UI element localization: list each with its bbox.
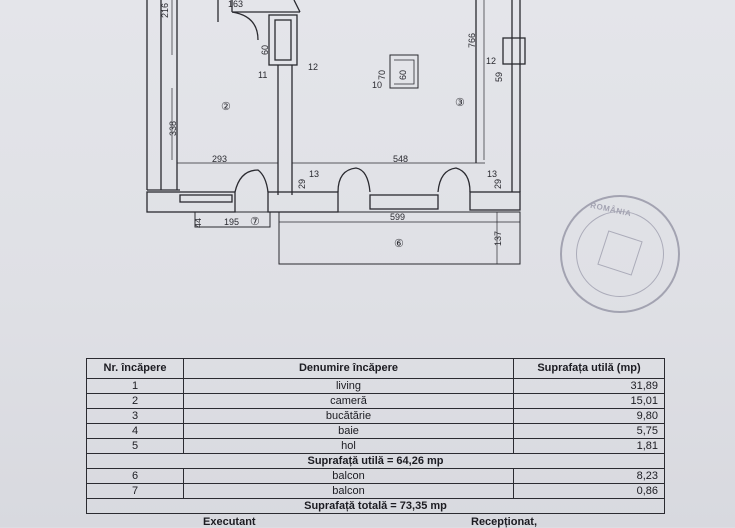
stamp-inner-ring bbox=[576, 211, 664, 297]
header-area: Suprafața utilă (mp) bbox=[513, 358, 665, 379]
cell-name: baie bbox=[183, 423, 514, 439]
cell-area: 0,86 bbox=[513, 483, 665, 499]
cell-name: hol bbox=[183, 438, 514, 454]
cell-number: 3 bbox=[86, 408, 184, 424]
official-stamp: ROMÂNIA bbox=[560, 195, 680, 313]
window-block bbox=[369, 194, 439, 210]
room-number-7: ⑦ bbox=[250, 216, 260, 228]
dim-label: 29 bbox=[297, 179, 307, 189]
cell-number: 1 bbox=[86, 378, 184, 394]
cell-area: 5,75 bbox=[513, 423, 665, 439]
window-sill bbox=[179, 194, 233, 203]
dim-label: 60 bbox=[260, 45, 270, 55]
cell-area: 9,80 bbox=[513, 408, 665, 424]
door-swing bbox=[234, 169, 269, 193]
table-row: 1 living 31,89 bbox=[86, 378, 665, 394]
table-row: 2 cameră 15,01 bbox=[86, 393, 665, 409]
dim-label: 216 bbox=[160, 3, 170, 18]
signature-receptionat-label: Recepționat, bbox=[471, 516, 538, 528]
room-number-3: ③ bbox=[455, 97, 465, 109]
table-row: 7 balcon 0,86 bbox=[86, 483, 665, 499]
cell-name: living bbox=[183, 378, 514, 394]
wall-block bbox=[274, 19, 292, 61]
dim-label: 766 bbox=[467, 33, 477, 48]
cell-number: 7 bbox=[86, 483, 184, 499]
header-room-number: Nr. încăpere bbox=[86, 358, 184, 379]
cell-name: cameră bbox=[183, 393, 514, 409]
total-cell: Suprafață totală = 73,35 mp bbox=[86, 498, 665, 514]
dim-label: 13 bbox=[309, 169, 319, 179]
cell-area: 15,01 bbox=[513, 393, 665, 409]
door-swing bbox=[337, 167, 371, 193]
dim-label: 12 bbox=[308, 62, 318, 72]
cell-number: 4 bbox=[86, 423, 184, 439]
cell-number: 2 bbox=[86, 393, 184, 409]
cell-name: bucătărie bbox=[183, 408, 514, 424]
subtotal-row: Suprafață utilă = 64,26 mp bbox=[86, 453, 665, 469]
cell-name: balcon bbox=[183, 468, 514, 484]
room-number-2: ② bbox=[221, 101, 231, 113]
dim-label: 29 bbox=[493, 179, 503, 189]
table-row: 6 balcon 8,23 bbox=[86, 468, 665, 484]
table-row: 5 hol 1,81 bbox=[86, 438, 665, 454]
room-number-6: ⑥ bbox=[394, 238, 404, 250]
table-row: 3 bucătărie 9,80 bbox=[86, 408, 665, 424]
wall-block bbox=[268, 14, 298, 66]
subtotal-cell: Suprafață utilă = 64,26 mp bbox=[86, 453, 665, 469]
dim-label: 599 bbox=[390, 212, 405, 222]
table-row: 4 baie 5,75 bbox=[86, 423, 665, 439]
dim-label: 12 bbox=[486, 56, 496, 66]
balcony-6 bbox=[278, 211, 521, 265]
cell-area: 31,89 bbox=[513, 378, 665, 394]
table-header-row: Nr. încăpere Denumire încăpere Suprafața… bbox=[86, 358, 665, 379]
dim-label: 338 bbox=[168, 121, 178, 136]
door-swing bbox=[437, 167, 471, 193]
cell-number: 5 bbox=[86, 438, 184, 454]
balcony-7 bbox=[194, 211, 271, 228]
rooms-table: Nr. încăpere Denumire încăpere Suprafața… bbox=[86, 358, 665, 514]
wall-block bbox=[502, 37, 526, 65]
dim-label: 60 bbox=[398, 70, 408, 80]
total-row: Suprafață totală = 73,35 mp bbox=[86, 498, 665, 514]
dim-label: 44 bbox=[193, 218, 203, 228]
dim-label: 70 bbox=[377, 70, 387, 80]
dim-label: 293 bbox=[212, 154, 227, 164]
dim-label: 195 bbox=[224, 217, 239, 227]
door-swing bbox=[231, 11, 259, 41]
signature-executant-label: Executant bbox=[203, 516, 256, 528]
wall-line bbox=[293, 0, 301, 13]
dim-label: 137 bbox=[493, 231, 503, 246]
dim-label: 59 bbox=[494, 72, 504, 82]
dim-label: 548 bbox=[393, 154, 408, 164]
header-room-name: Denumire încăpere bbox=[183, 358, 514, 379]
wall-block bbox=[469, 191, 521, 211]
cell-area: 1,81 bbox=[513, 438, 665, 454]
fixture bbox=[389, 54, 419, 89]
wall-block bbox=[146, 191, 236, 213]
cell-area: 8,23 bbox=[513, 468, 665, 484]
dim-label: 11 bbox=[258, 70, 267, 80]
cell-number: 6 bbox=[86, 468, 184, 484]
floor-plan: 216 163 60 11 12 338 293 548 13 13 29 29… bbox=[146, 0, 526, 265]
dim-label: 163 bbox=[228, 0, 243, 9]
cell-name: balcon bbox=[183, 483, 514, 499]
dim-label: 13 bbox=[487, 169, 497, 179]
dim-label: 10 bbox=[372, 80, 382, 90]
fixture bbox=[394, 59, 415, 85]
